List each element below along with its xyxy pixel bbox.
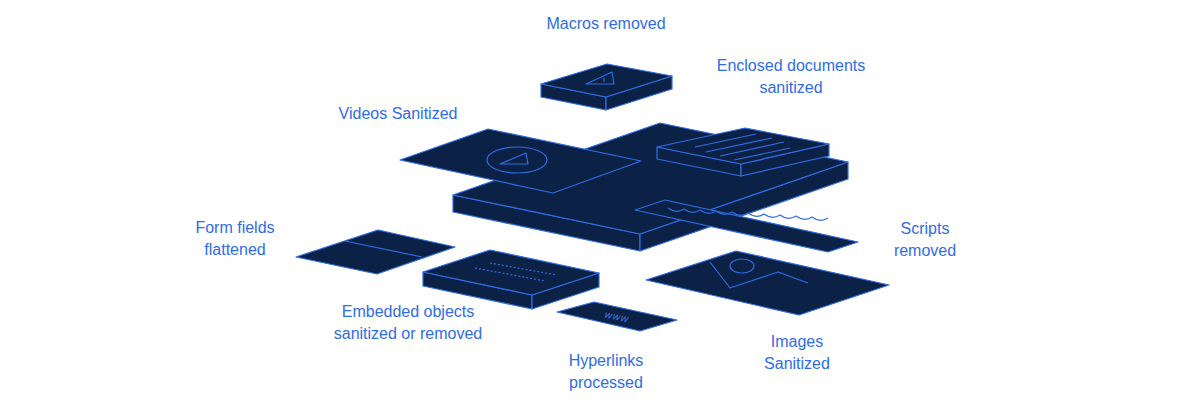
- images-label: Images Sanitized: [755, 331, 839, 375]
- macros-label: Macros removed: [516, 13, 696, 35]
- scripts-label: Scripts removed: [887, 218, 963, 262]
- hyperlinks-label: Hyperlinks processed: [560, 350, 652, 394]
- embedded-label: Embedded objects sanitized or removed: [322, 301, 494, 345]
- form-fields-label: Form fields flattened: [187, 217, 283, 261]
- videos-label: Videos Sanitized: [308, 103, 488, 125]
- enclosed-label: Enclosed documents sanitized: [705, 55, 877, 99]
